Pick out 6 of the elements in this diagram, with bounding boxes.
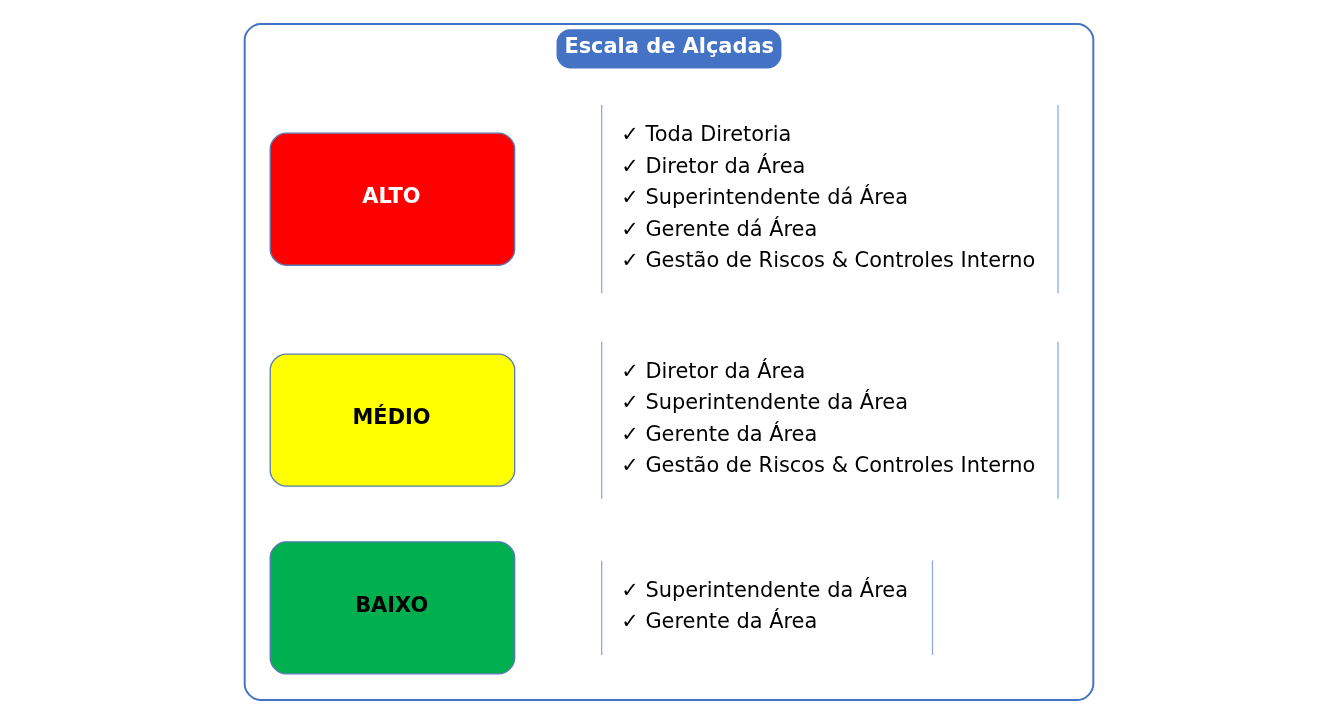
node-text: ✓ Superintendente da Área ✓ Gerente da Área xyxy=(620,578,908,634)
node-text: ✓ Diretor da Área ✓ Superintendente da Área ✓ Gerente da Área ✓ Gestão de Riscos & Controles Interno xyxy=(620,359,1035,478)
node-box: MÉDIO xyxy=(269,353,515,487)
node-text: ✓ Toda Diretoria ✓ Diretor da Área ✓ Superintendente dá Área ✓ Gerente dá Área ✓ Gestão de Riscos & Controles Interno xyxy=(620,122,1035,272)
node-box: ALTO xyxy=(269,132,515,266)
node-box: BAIXO xyxy=(269,541,515,675)
